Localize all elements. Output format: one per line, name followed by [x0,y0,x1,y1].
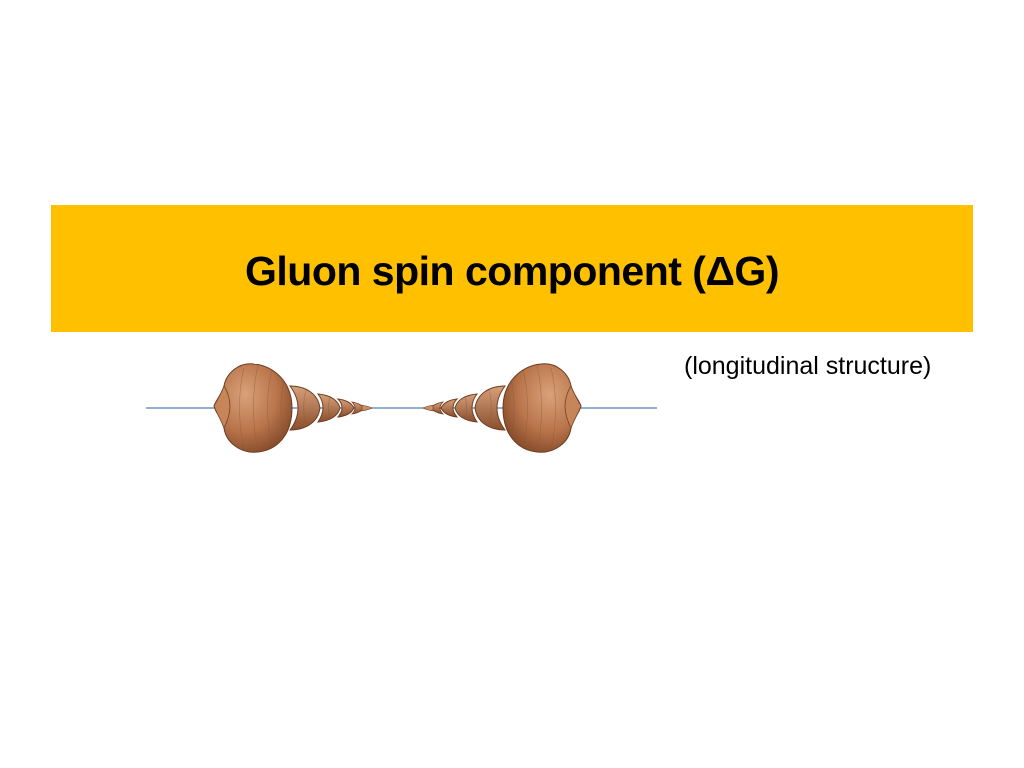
shell-illustration [146,363,657,453]
title-band: Gluon spin component (ΔG) [51,205,973,332]
slide-subtitle: (longitudinal structure) [684,352,932,380]
slide-title: Gluon spin component (ΔG) [245,248,779,294]
